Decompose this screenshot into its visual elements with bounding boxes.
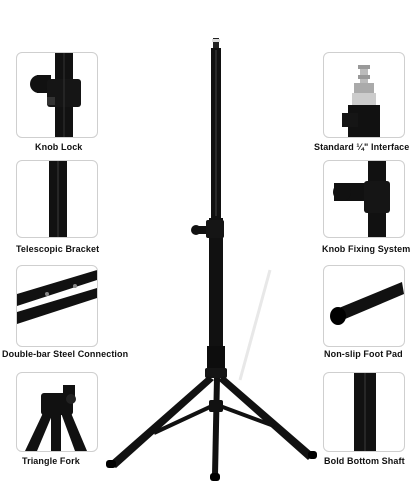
caption-telescopic-bracket: Telescopic Bracket bbox=[16, 244, 100, 254]
telescopic-bracket-frame bbox=[16, 160, 98, 238]
knob-lock-frame bbox=[16, 52, 98, 138]
caption-triangle-fork: Triangle Fork bbox=[22, 456, 80, 466]
caption-bottom-shaft: Bold Bottom Shaft bbox=[324, 456, 405, 466]
foot-pad-frame bbox=[323, 265, 405, 347]
light-stand-illustration bbox=[100, 20, 320, 490]
quarter-inch-interface-icon bbox=[342, 65, 380, 137]
bottom-shaft-icon bbox=[354, 373, 376, 451]
double-bar-frame bbox=[16, 265, 98, 347]
triangle-fork-icon bbox=[25, 385, 87, 451]
quarter-inch-interface-frame bbox=[323, 52, 405, 138]
knob-fixing-icon bbox=[333, 161, 390, 237]
caption-foot-pad: Non-slip Foot Pad bbox=[324, 349, 403, 359]
double-bar-connection-icon bbox=[17, 270, 97, 324]
caption-knob-fixing: Knob Fixing System bbox=[322, 244, 411, 254]
knob-fixing-frame bbox=[323, 160, 405, 238]
caption-quarter-inch-interface: Standard ¼" Interface bbox=[314, 142, 410, 152]
triangle-fork-frame bbox=[16, 372, 98, 452]
caption-knob-lock: Knob Lock bbox=[35, 142, 83, 152]
bottom-shaft-frame bbox=[323, 372, 405, 452]
knob-lock-icon bbox=[30, 53, 81, 137]
caption-double-bar: Double-bar Steel Connection bbox=[2, 349, 129, 359]
foot-pad-icon bbox=[330, 282, 404, 325]
telescopic-bracket-icon bbox=[49, 161, 67, 237]
